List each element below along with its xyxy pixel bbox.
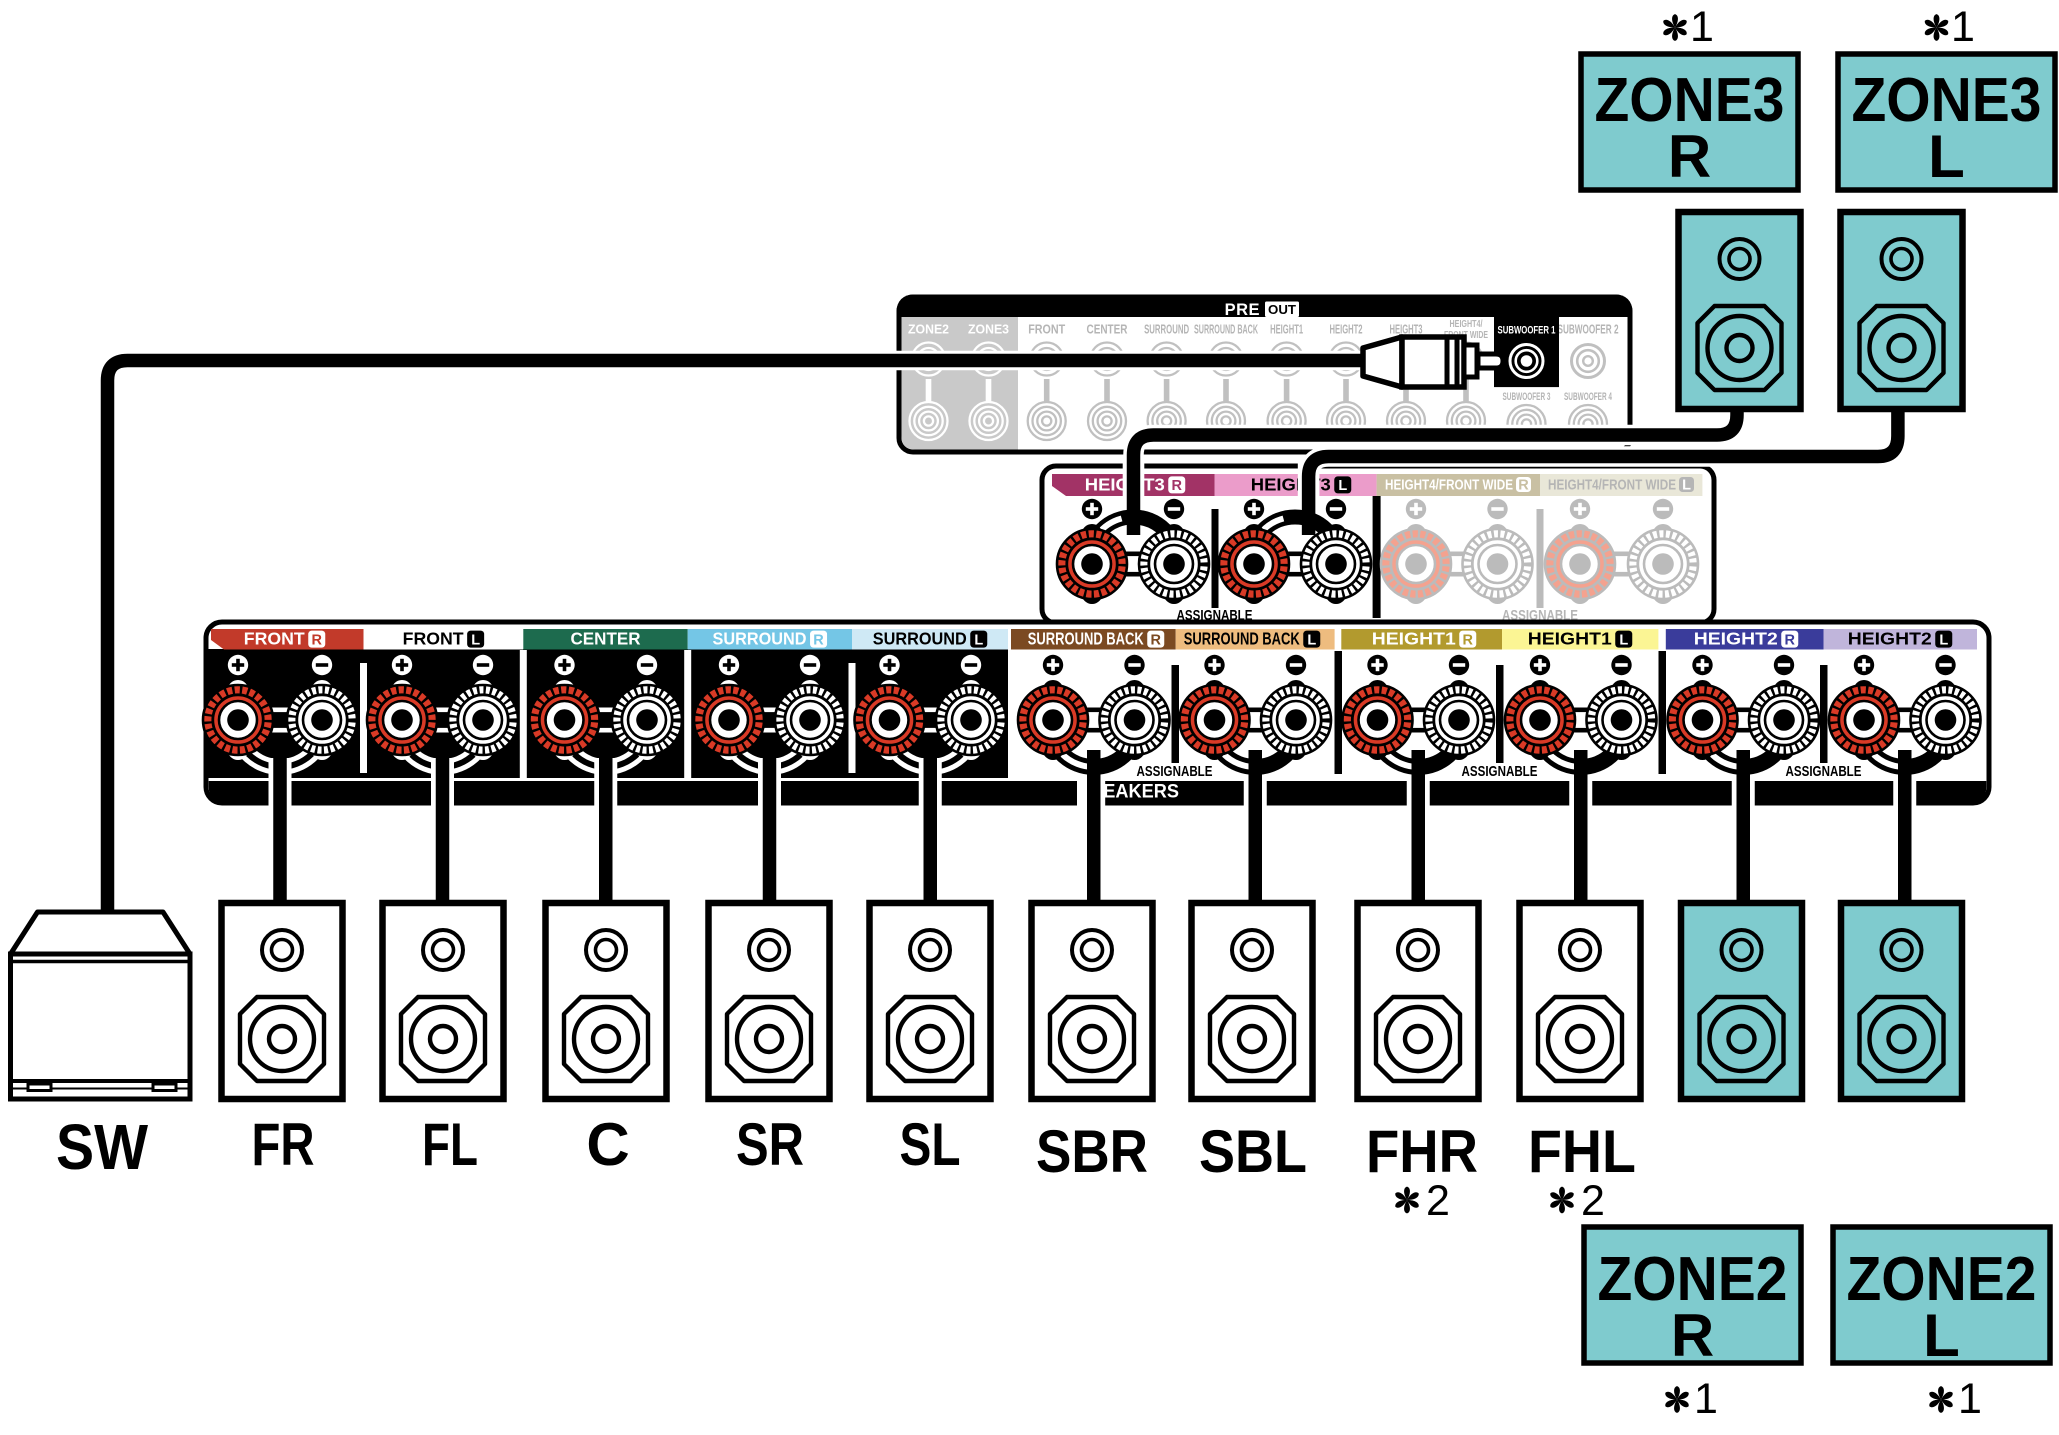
svg-text:HEIGHT2: HEIGHT2 bbox=[1848, 629, 1932, 649]
svg-text:L: L bbox=[1682, 478, 1691, 494]
svg-text:1: 1 bbox=[1690, 3, 1714, 51]
svg-text:HEIGHT4/FRONT WIDE: HEIGHT4/FRONT WIDE bbox=[1548, 478, 1676, 494]
svg-text:1: 1 bbox=[1951, 3, 1975, 51]
svg-text:HEIGHT3: HEIGHT3 bbox=[1390, 323, 1423, 337]
svg-text:HEIGHT2: HEIGHT2 bbox=[1330, 323, 1363, 337]
svg-text:FRONT: FRONT bbox=[1028, 323, 1065, 337]
svg-text:ZONE2: ZONE2 bbox=[1598, 1245, 1788, 1314]
svg-text:SUBWOOFER 3: SUBWOOFER 3 bbox=[1503, 391, 1551, 403]
svg-text:HEIGHT4/FRONT WIDE: HEIGHT4/FRONT WIDE bbox=[1385, 478, 1513, 494]
svg-text:ZONE3: ZONE3 bbox=[1852, 66, 2042, 135]
svg-text:SURROUND: SURROUND bbox=[713, 629, 807, 649]
svg-text:SURROUND: SURROUND bbox=[1144, 323, 1189, 337]
svg-text:R: R bbox=[1785, 632, 1796, 648]
svg-text:SL: SL bbox=[900, 1111, 961, 1178]
svg-text:R: R bbox=[312, 632, 323, 648]
svg-text:R: R bbox=[1463, 632, 1474, 648]
svg-text:2: 2 bbox=[1426, 1177, 1450, 1225]
svg-text:ZONE2: ZONE2 bbox=[908, 323, 949, 337]
svg-text:SUBWOOFER 2: SUBWOOFER 2 bbox=[1558, 323, 1619, 337]
svg-text:ASSIGNABLE: ASSIGNABLE bbox=[1786, 763, 1862, 780]
svg-text:L: L bbox=[1928, 123, 1965, 190]
svg-text:R: R bbox=[1671, 1302, 1714, 1369]
svg-text:HEIGHT1: HEIGHT1 bbox=[1528, 629, 1612, 649]
svg-text:C: C bbox=[586, 1111, 629, 1178]
svg-text:ASSIGNABLE: ASSIGNABLE bbox=[1137, 763, 1213, 780]
svg-text:HEIGHT1: HEIGHT1 bbox=[1372, 629, 1456, 649]
svg-text:R: R bbox=[1151, 632, 1162, 648]
svg-text:R: R bbox=[813, 632, 824, 648]
svg-text:ZONE2: ZONE2 bbox=[1847, 1245, 2037, 1314]
svg-text:L: L bbox=[471, 632, 480, 648]
svg-text:SR: SR bbox=[736, 1111, 804, 1178]
svg-text:L: L bbox=[1939, 632, 1948, 648]
svg-text:CENTER: CENTER bbox=[571, 629, 641, 649]
svg-text:ZONE3: ZONE3 bbox=[968, 323, 1009, 337]
svg-text:SUBWOOFER 4: SUBWOOFER 4 bbox=[1564, 391, 1612, 403]
svg-text:L: L bbox=[1338, 478, 1347, 494]
svg-text:SURROUND BACK: SURROUND BACK bbox=[1028, 629, 1144, 649]
svg-text:SBL: SBL bbox=[1199, 1118, 1307, 1185]
svg-text:L: L bbox=[974, 632, 983, 648]
svg-text:SUBWOOFER 1: SUBWOOFER 1 bbox=[1498, 325, 1556, 337]
svg-text:HEIGHT2: HEIGHT2 bbox=[1694, 629, 1778, 649]
svg-text:SBR: SBR bbox=[1036, 1118, 1148, 1185]
svg-text:ZONE3: ZONE3 bbox=[1595, 66, 1785, 135]
svg-text:ASSIGNABLE: ASSIGNABLE bbox=[1462, 763, 1538, 780]
svg-text:OUT: OUT bbox=[1268, 302, 1296, 317]
svg-text:SW: SW bbox=[56, 1111, 149, 1183]
svg-text:L: L bbox=[1307, 632, 1316, 648]
svg-text:SURROUND BACK: SURROUND BACK bbox=[1194, 323, 1258, 337]
svg-text:FRONT: FRONT bbox=[403, 629, 464, 649]
svg-text:SURROUND BACK: SURROUND BACK bbox=[1184, 629, 1300, 649]
svg-text:SURROUND: SURROUND bbox=[873, 629, 967, 649]
svg-text:HEIGHT1: HEIGHT1 bbox=[1270, 323, 1303, 337]
svg-text:R: R bbox=[1172, 478, 1183, 494]
svg-text:FHR: FHR bbox=[1366, 1118, 1478, 1185]
svg-text:L: L bbox=[1923, 1302, 1960, 1369]
svg-text:FRONT: FRONT bbox=[244, 629, 305, 649]
svg-text:FHL: FHL bbox=[1528, 1118, 1636, 1185]
svg-text:1: 1 bbox=[1694, 1375, 1718, 1423]
svg-text:1: 1 bbox=[1958, 1375, 1982, 1423]
svg-text:CENTER: CENTER bbox=[1087, 323, 1128, 337]
svg-text:FR: FR bbox=[252, 1111, 315, 1178]
svg-text:PRE: PRE bbox=[1225, 301, 1260, 319]
svg-text:HEIGHT4/: HEIGHT4/ bbox=[1450, 319, 1483, 330]
svg-text:R: R bbox=[1518, 478, 1529, 494]
svg-text:L: L bbox=[1619, 632, 1628, 648]
svg-text:FL: FL bbox=[422, 1111, 478, 1178]
svg-text:R: R bbox=[1668, 123, 1711, 190]
svg-text:2: 2 bbox=[1581, 1177, 1605, 1225]
